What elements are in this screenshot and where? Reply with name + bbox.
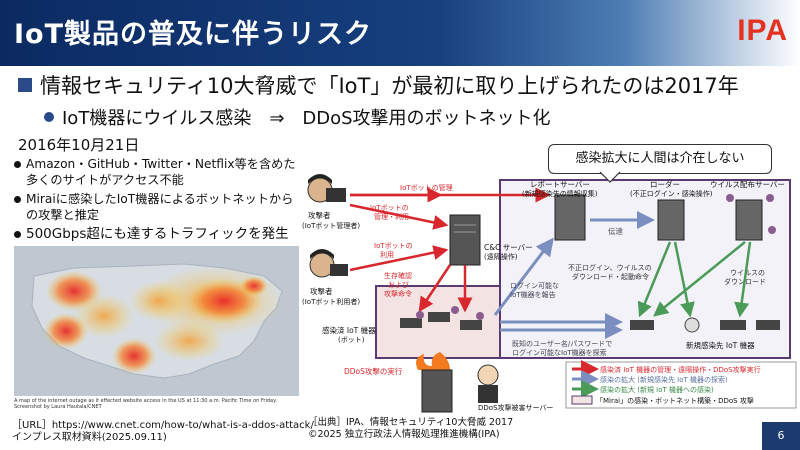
arrow-alive-label: 生存確認 [384, 271, 412, 280]
page-number: 6 [762, 422, 800, 450]
login-download-label: 不正ログイン、ウイルスの [568, 263, 652, 272]
main-bullet: 情報セキュリティ10大脅威で「IoT」が最初に取り上げられたのは2017年 [18, 70, 739, 100]
infected-bots-icon [400, 306, 484, 330]
report-server-role: (新規感染先の情報収集) [522, 189, 598, 198]
map-caption-credit: Screenshot by Laura Hautala/CNET [14, 404, 102, 410]
source-citation: ［出典］IPA、情報セキュリティ10大脅威 2017 ©2025 独立行政法人情… [308, 417, 513, 441]
botnet-diagram: 攻撃者 (IoTボット管理者) 攻撃者 (IoTボット利用者) C&C サーバー… [302, 171, 797, 413]
url-source-line: インプレス取材資料(2025.09.11) [12, 432, 167, 443]
fact-item: Miraiに感染したIoT機器によるボットネットからの攻撃と推定 [14, 191, 304, 223]
transfer-label: 伝達 [608, 226, 623, 236]
search-devices-label: 既知のユーザー名/パスワードで [512, 339, 612, 348]
map-caption-line: A map of the internet outage as it effec… [14, 398, 277, 404]
legend-mirai-label: 「Mirai」の感染・ボットネット構築・DDoS 攻撃 [596, 396, 754, 405]
attacker-user-label: 攻撃者 [310, 286, 333, 296]
arrow-manage-label: IoTボットの管理 [400, 183, 453, 192]
copyright-line: ©2025 独立行政法人情報処理推進機構(IPA) [308, 429, 500, 440]
new-infected-label: 新規感染先 IoT 機器 [686, 340, 755, 350]
url-reference: ［URL］https://www.cnet.com/how-to/what-is… [12, 420, 314, 444]
outage-map [14, 246, 299, 396]
main-bullet-text: 情報セキュリティ10大脅威で「IoT」が最初に取り上げられたのは2017年 [40, 74, 739, 98]
arrow-alive-label-2: および [388, 281, 409, 289]
report-devices-label-2: IoT機器を報告 [510, 290, 556, 299]
loader-label: ローダー [650, 179, 680, 189]
login-download-label-2: ダウンロード・起動命令 [572, 272, 649, 281]
report-server-label: レポートサーバー [530, 180, 590, 189]
loader-icon [657, 199, 685, 241]
victim-server-label: DDoS攻撃被害サーバー [478, 403, 553, 412]
arrow-use-label-2: 利用 [380, 250, 394, 259]
cc-server-role: (遠隔操作) [484, 252, 518, 261]
arrow-manage-use-label: IoTボットの [370, 204, 409, 212]
arrow-manage-use-label-2: 管理・利用 [374, 212, 409, 221]
victim-server-icon [416, 352, 453, 413]
cc-server-label: C&C サーバー [484, 243, 533, 252]
url-line: ［URL］https://www.cnet.com/how-to/what-is… [12, 420, 314, 431]
fact-item: Amazon・GitHub・Twitter・Netflix等を含めた多くのサイト… [14, 156, 304, 188]
attacker-admin-role: (IoTボット管理者) [302, 221, 360, 230]
attacker-admin-label: 攻撃者 [308, 210, 331, 220]
sub-bullet: IoT機器にウイルス感染 ⇒ DDoS攻撃用のボットネット化 [44, 104, 551, 130]
report-devices-label: ログイン可能な [510, 281, 559, 290]
virus-server-icon [726, 194, 776, 241]
ipa-logo: IPA [737, 14, 788, 47]
attacker-admin-icon [307, 174, 346, 203]
callout-box: 感染拡大に人間は介在しない [548, 144, 772, 174]
incident-date: 2016年10月21日 [18, 136, 140, 154]
infected-bot-role: (ボット) [338, 336, 365, 344]
loader-role: (不正ログイン・感染操作) [630, 189, 713, 198]
attacker-user-role: (IoTボット利用者) [302, 297, 360, 306]
attacker-user-icon [309, 249, 348, 278]
title-bar: IoT製品の普及に伴うリスク IPA [0, 0, 800, 66]
sub-bullet-text: IoT機器にウイルス感染 ⇒ DDoS攻撃用のボットネット化 [62, 108, 551, 129]
arrow-alive-label-3: 攻撃命令 [384, 289, 412, 298]
virus-download-label: ウイルスの [730, 269, 765, 277]
virus-server-label: ウイルス配布サーバー [710, 179, 785, 189]
ddos-exec-label: DDoS攻撃の実行 [344, 366, 403, 376]
search-devices-label-2: ログイン可能なIoT機器を探索 [512, 348, 607, 357]
legend-blue-label: 感染の拡大 (新規感染先 IoT 機器の探索) [600, 375, 728, 384]
legend-red-label: 感染済 IoT 機器の管理・遠隔操作・DDoS攻撃実行 [600, 365, 761, 374]
map-caption: A map of the internet outage as it effec… [14, 398, 299, 410]
square-bullet-icon [18, 78, 32, 92]
report-server-icon [554, 194, 586, 241]
distressed-person-icon [477, 364, 499, 403]
fact-list: Amazon・GitHub・Twitter・Netflix等を含めた多くのサイト… [14, 156, 304, 245]
fact-item: 500Gbps超にも達するトラフィックを発生 [14, 226, 304, 242]
round-bullet-icon [44, 112, 54, 122]
infected-bot-label: 感染済 IoT 機器 [322, 325, 376, 335]
cc-server-icon [449, 214, 481, 266]
arrow-use-label: IoTボットの [374, 242, 413, 250]
legend-green-label: 感染の拡大 (新規 IoT 機器への感染) [600, 385, 714, 394]
source-line: ［出典］IPA、情報セキュリティ10大脅威 2017 [308, 417, 514, 428]
legend: 感染済 IoT 機器の管理・遠隔操作・DDoS攻撃実行 感染の拡大 (新規感染先… [565, 360, 797, 409]
slide-title: IoT製品の普及に伴うリスク [14, 19, 373, 50]
new-devices-icon [630, 317, 780, 333]
